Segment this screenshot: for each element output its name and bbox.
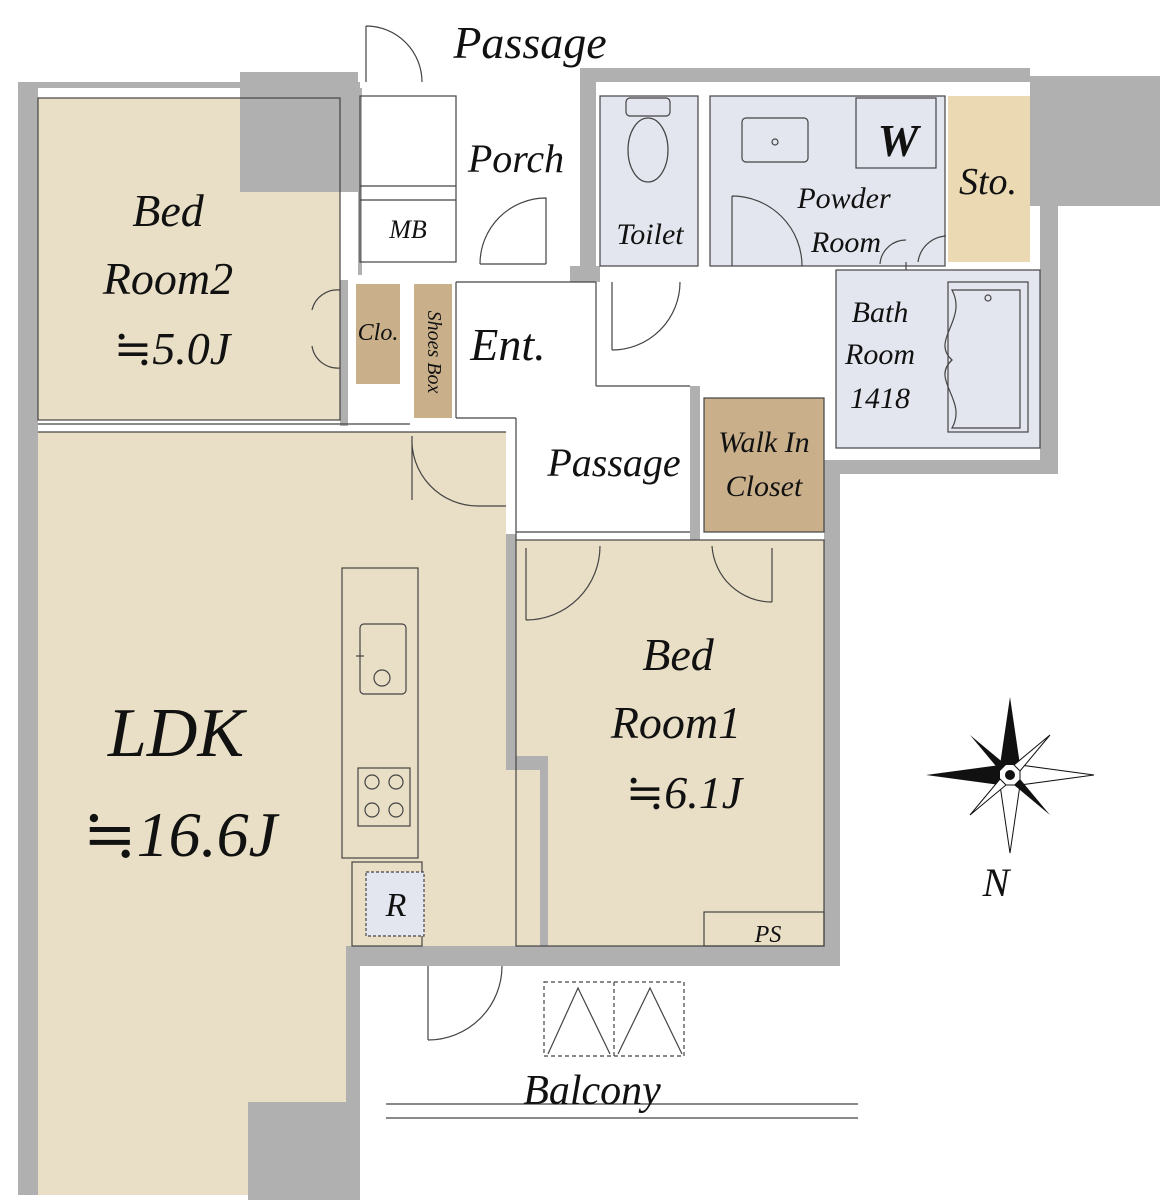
walk-in-closet-label-line2: Closet [726, 470, 803, 503]
ldk-area [38, 432, 540, 1195]
porch-label: Porch [467, 136, 564, 181]
bathroom-size-label: 1418 [850, 382, 910, 415]
closet-label: Clo. [358, 320, 399, 346]
bedroom2-name-line2: Room2 [102, 253, 233, 304]
column-bottom-left [248, 1102, 360, 1200]
toilet-label: Toilet [616, 218, 684, 251]
bedroom1-name-line1: Bed [642, 629, 715, 680]
entrance-label: Ent. [469, 319, 545, 370]
compass-rose [926, 697, 1095, 854]
refrigerator-label: R [385, 887, 407, 924]
bedroom1-name-line2: Room1 [610, 697, 741, 748]
interior-lines [37, 95, 1041, 1119]
room-labels: Bed Room2 ≒5.0J Passage Porch MB Clo. Sh… [83, 17, 1017, 1114]
passage-inner-label: Passage [546, 440, 680, 485]
bedroom2-area-label: ≒5.0J [114, 323, 233, 374]
toilet-area [600, 96, 698, 266]
bedroom1-area-label: ≒6.1J [626, 767, 745, 818]
column-top-left [240, 72, 358, 192]
north-label: N [982, 860, 1012, 905]
walls [18, 68, 1160, 1200]
mb-label: MB [388, 215, 427, 244]
toilet-fixture [625, 97, 671, 183]
bathroom-area [836, 270, 1040, 448]
walk-in-closet-label-line1: Walk In [718, 426, 809, 459]
powder-room-label-line2: Room [810, 226, 881, 259]
shoes-box-area [414, 284, 452, 418]
room-fills [38, 96, 1040, 1195]
bedroom2-name-line1: Bed [132, 185, 205, 236]
powder-room-label-line1: Powder [796, 182, 891, 215]
storage-label: Sto. [959, 161, 1017, 203]
stove-fixture [357, 767, 411, 827]
washer-label: W [878, 115, 922, 166]
bedroom2-area [38, 98, 340, 420]
fixtures [356, 97, 1021, 827]
sink-fixture [741, 117, 809, 163]
bedroom1-area [516, 540, 824, 946]
powder-room-area [710, 96, 945, 266]
bathroom-label-line1: Bath [852, 296, 909, 329]
walk-in-closet-area [704, 398, 824, 532]
ldk-area-label: ≒16.6J [83, 799, 280, 870]
pipe-space-label: PS [754, 922, 782, 948]
shoes-box-label: Shoes Box [423, 311, 445, 394]
passage-top-label: Passage [452, 17, 606, 68]
closet-area [356, 284, 400, 384]
storage-area [948, 96, 1030, 262]
ldk-label: LDK [107, 695, 247, 772]
bathtub-fixture [944, 289, 1021, 429]
doors [311, 25, 947, 1041]
column-top-right [1030, 76, 1160, 206]
bathroom-label-line2: Room [844, 338, 915, 371]
balcony-label: Balcony [523, 1068, 661, 1114]
kitchen-sink-fixture [356, 623, 407, 695]
